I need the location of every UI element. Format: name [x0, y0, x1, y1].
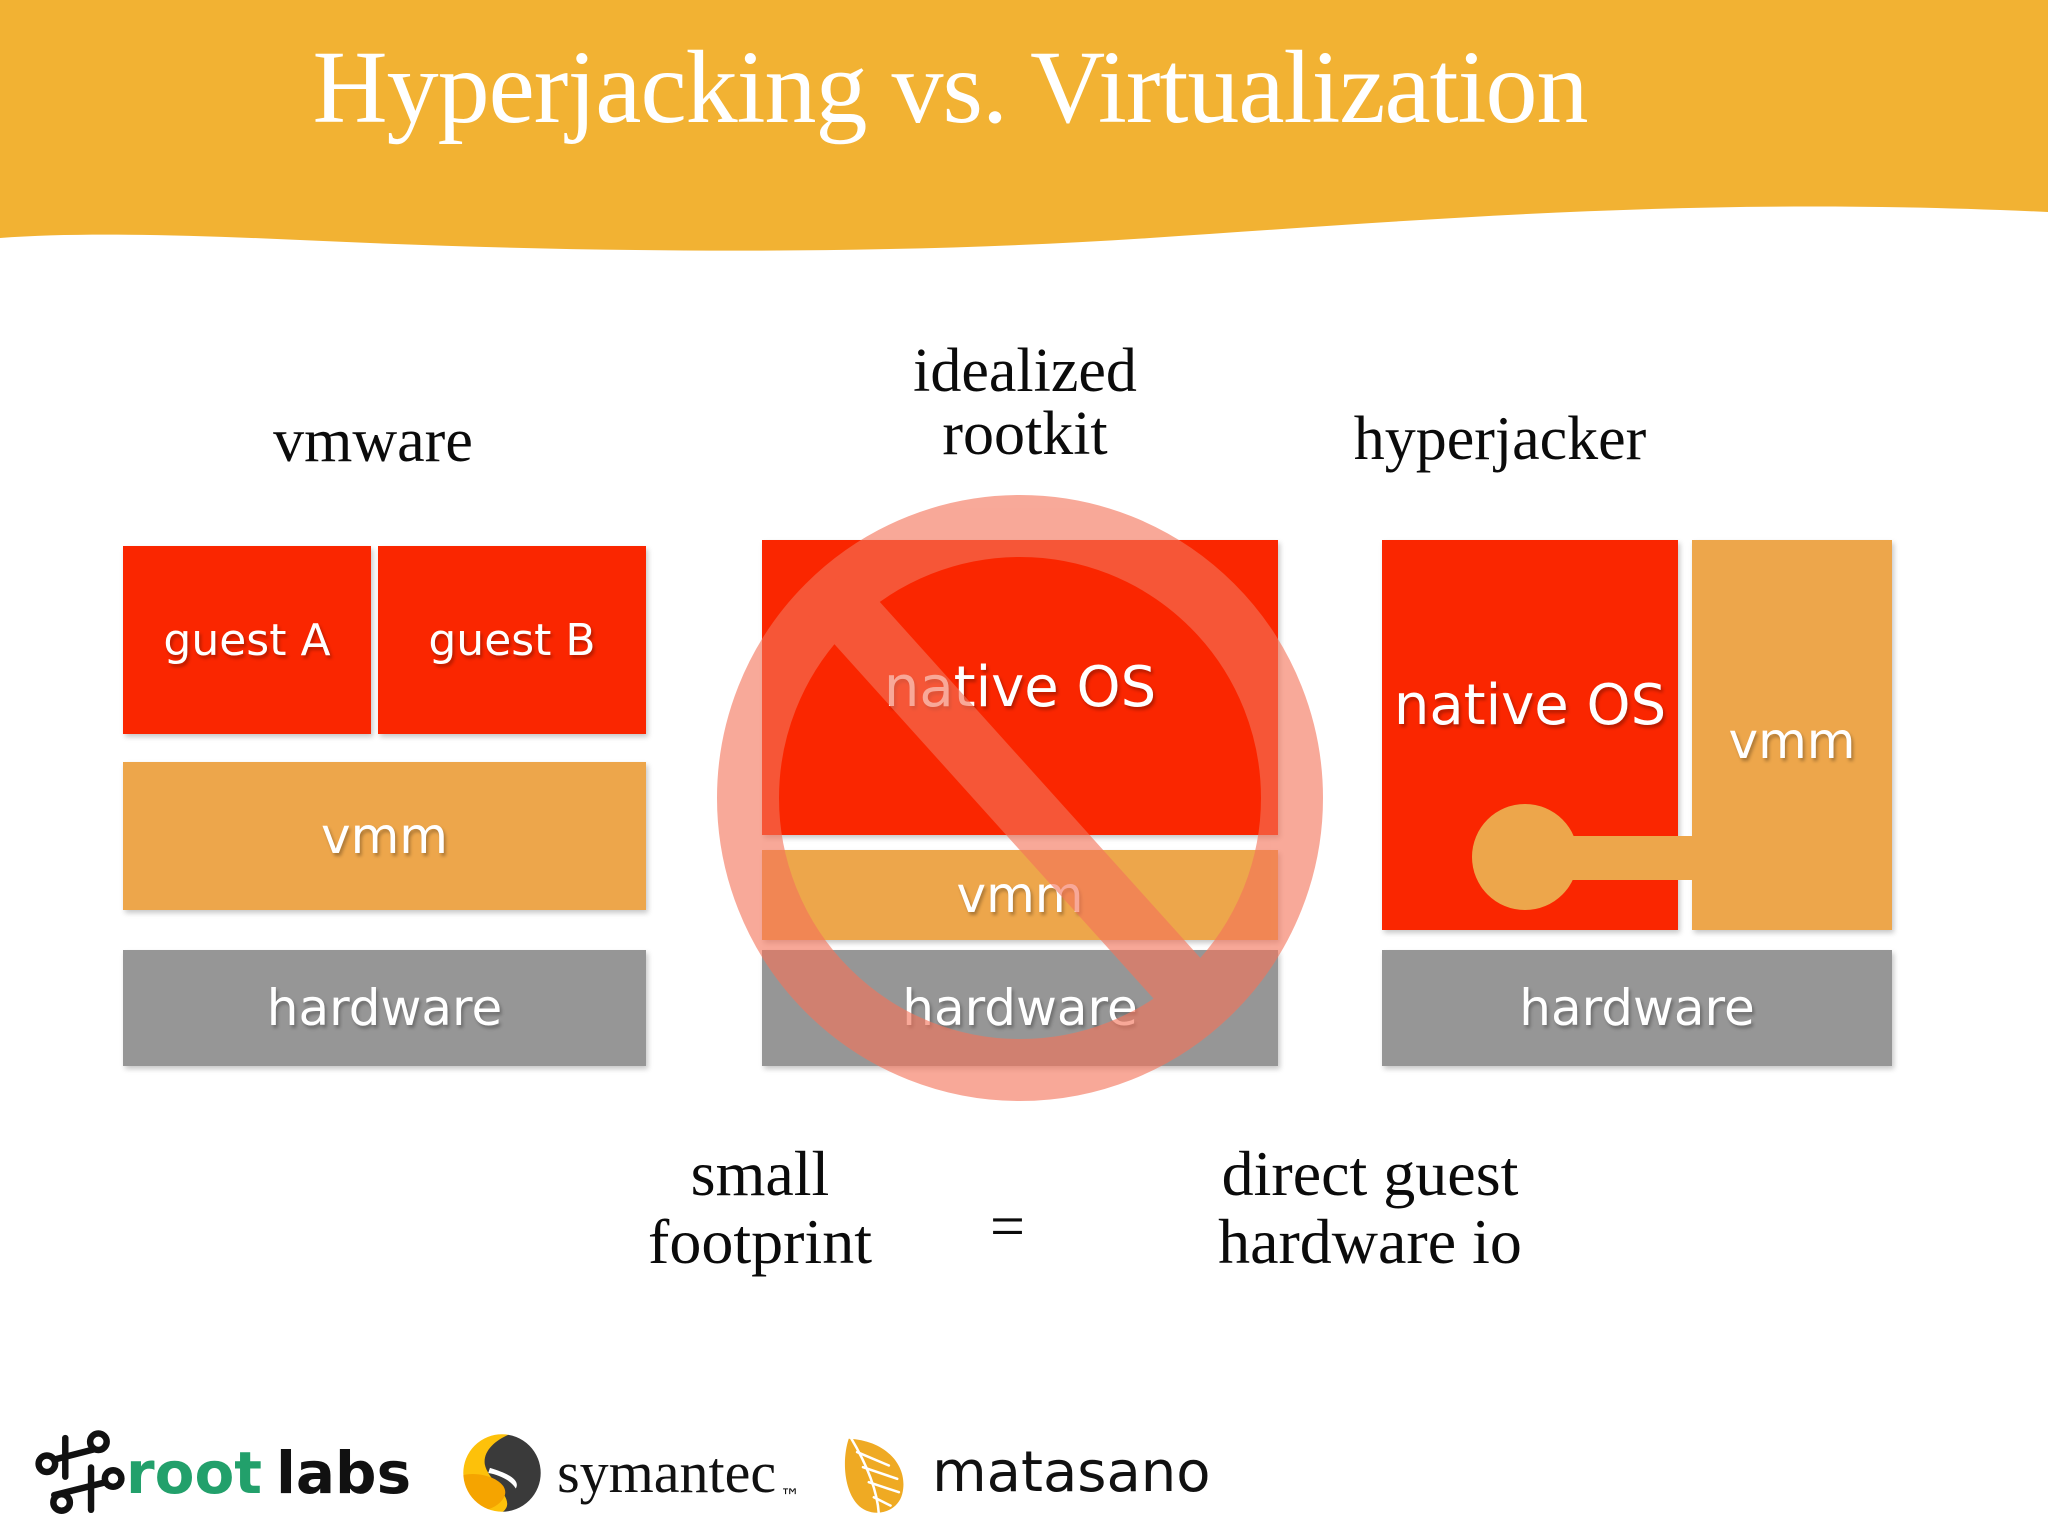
- block-label: vmm: [956, 866, 1084, 924]
- page-title: Hyperjacking vs. Virtualization: [312, 30, 1589, 145]
- equation-right-line-1: direct guest: [1221, 1138, 1519, 1209]
- logo-symantec-word: symantec: [557, 1440, 777, 1505]
- block-native-os-hyperjacker: native OS: [1382, 540, 1678, 930]
- block-label: vmm: [320, 807, 448, 865]
- column-heading-vmware: vmware: [273, 407, 473, 475]
- equation-right-line-2: hardware io: [1218, 1205, 1522, 1277]
- column-heading-hyperjacker: hyperjacker: [1353, 405, 1647, 473]
- block-label: native OS: [883, 655, 1157, 720]
- block-guest-b: guest B: [378, 546, 646, 734]
- block-hardware-vmware: hardware: [123, 950, 646, 1066]
- column-heading-line-2: rootkit: [942, 400, 1108, 469]
- column-heading-line-1: idealized: [913, 337, 1137, 405]
- block-guest-a: guest A: [123, 546, 371, 734]
- logo-root-labs-word-2: labs: [276, 1439, 412, 1507]
- direct-io-pipe-icon: [1548, 836, 1748, 880]
- block-label: vmm: [1728, 712, 1856, 770]
- header-band: [0, 0, 2048, 260]
- block-label: hardware: [902, 979, 1138, 1037]
- logo-symantec: symantec ™: [459, 1430, 800, 1516]
- equation-left: small footprint: [560, 1140, 960, 1276]
- equation-left-line-1: small: [690, 1138, 830, 1209]
- block-label: hardware: [266, 979, 503, 1037]
- leaf-icon: [845, 1435, 904, 1516]
- block-vmm-vmware: vmm: [123, 762, 646, 910]
- logo-root-labs-word-1: root: [126, 1439, 263, 1507]
- block-native-os-rootkit: native OS: [762, 540, 1278, 835]
- logo-matasano: matasano: [838, 1427, 1211, 1519]
- header-band-shape: [0, 0, 2048, 251]
- equation-right: direct guest hardware io: [1110, 1140, 1630, 1276]
- column-heading-idealized-rootkit: idealized rootkit: [760, 337, 1290, 469]
- footer-logo-bar: root labs symantec ™: [0, 1410, 2048, 1536]
- block-label: native OS: [1393, 672, 1667, 738]
- equals-sign: =: [990, 1193, 1025, 1261]
- logo-matasano-word: matasano: [932, 1440, 1211, 1505]
- block-label: guest A: [163, 614, 331, 666]
- block-hardware-rootkit: hardware: [762, 950, 1278, 1066]
- logo-symantec-trademark: ™: [780, 1484, 801, 1508]
- circuit-icon: [35, 1430, 125, 1514]
- block-label: guest B: [428, 614, 596, 666]
- block-vmm-rootkit: vmm: [762, 850, 1278, 940]
- logo-root-labs: root labs: [34, 1427, 411, 1519]
- block-hardware-hyperjacker: hardware: [1382, 950, 1892, 1066]
- symantec-swirl-icon: [461, 1432, 543, 1514]
- block-label: hardware: [1519, 979, 1755, 1037]
- equation-left-line-2: footprint: [648, 1205, 872, 1277]
